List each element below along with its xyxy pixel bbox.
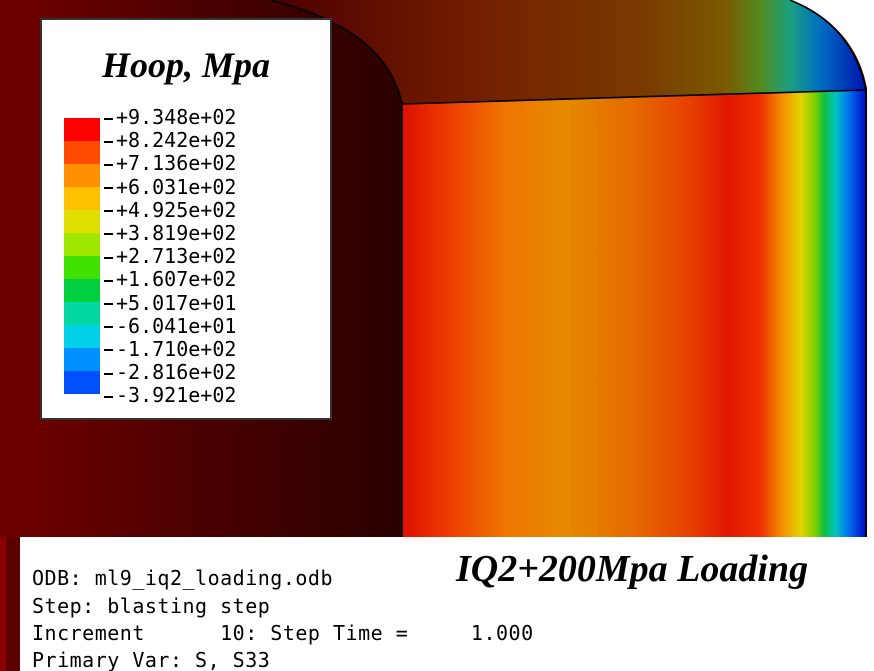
legend-value-text: -2.816e+02 [116, 360, 237, 385]
inner-edge-line [269, 0, 403, 537]
legend-tick-label: +3.819e+02 [104, 220, 334, 245]
legend-swatch [64, 302, 100, 325]
legend-swatch [64, 348, 100, 371]
legend-tick-label: +9.348e+02 [104, 105, 334, 129]
legend-value-text: +5.017e+01 [116, 290, 237, 315]
step-line: Step: blasting step [32, 594, 271, 618]
legend-value-text: -1.710e+02 [116, 336, 237, 361]
legend-value-text: +2.713e+02 [116, 244, 237, 269]
legend-tick-mark [104, 326, 113, 329]
legend-value-text: +3.819e+02 [116, 220, 237, 245]
legend-tick-mark [104, 372, 113, 375]
legend-value-text: -6.041e+01 [116, 313, 237, 338]
legend-tick-label: +7.136e+02 [104, 152, 334, 175]
section-front-face [402, 90, 866, 537]
section-edge-line [401, 89, 867, 105]
legend-tick-label: -1.710e+02 [104, 336, 334, 361]
legend-swatch [64, 164, 100, 187]
legend-tick-mark [104, 140, 113, 143]
legend-value-text: -3.921e+02 [116, 383, 237, 408]
loading-case-title: IQ2+200Mpa Loading [456, 548, 809, 590]
legend-tick-mark [104, 349, 113, 352]
odb-info-panel: IQ2+200Mpa Loading ODB: ml9_iq2_loading.… [20, 537, 874, 671]
legend-tick-mark [104, 233, 113, 236]
legend-swatch [64, 233, 100, 256]
right-background-strip [867, 88, 874, 537]
top-shoulder-face [270, 0, 866, 104]
primary-var-line: Primary Var: S, S33 [32, 648, 271, 671]
legend-tick-mark [104, 163, 113, 166]
legend-value-text: +1.607e+02 [116, 267, 237, 292]
legend-title: Hoop, Mpa [101, 45, 270, 85]
contour-legend: Hoop, Mpa +9.348e+02+8.242e+02+7.136e+02… [40, 18, 332, 420]
legend-tick-label: -2.816e+02 [104, 360, 334, 385]
legend-tick-mark [104, 256, 113, 259]
legend-tick-mark [104, 117, 113, 120]
increment-line: Increment 10: Step Time = 1.000 [32, 621, 534, 645]
legend-tick-mark [104, 279, 113, 282]
legend-swatch [64, 256, 100, 279]
legend-value-text: +4.925e+02 [116, 197, 237, 222]
legend-tick-mark [104, 210, 113, 213]
legend-swatch [64, 371, 100, 394]
legend-tick-label: +6.031e+02 [104, 174, 334, 199]
legend-tick-label: +1.607e+02 [104, 268, 334, 291]
legend-tick-label: +5.017e+01 [104, 290, 334, 315]
legend-swatch [64, 279, 100, 302]
legend-swatch [64, 141, 100, 164]
legend-color-bar [64, 118, 100, 394]
legend-tick-mark [104, 395, 113, 398]
legend-value-text: +8.242e+02 [116, 128, 237, 153]
legend-tick-mark [104, 303, 113, 305]
legend-swatch [64, 187, 100, 210]
legend-tick-mark [104, 187, 113, 190]
legend-value-text: +6.031e+02 [116, 174, 237, 199]
top-right-background [792, 0, 874, 88]
legend-tick-label: -3.921e+02 [104, 384, 334, 407]
legend-values: +9.348e+02+8.242e+02+7.136e+02+6.031e+02… [104, 105, 334, 407]
legend-tick-label: +8.242e+02 [104, 129, 334, 152]
legend-tick-label: +4.925e+02 [104, 197, 334, 222]
legend-value-text: +7.136e+02 [116, 151, 237, 176]
legend-swatch [64, 325, 100, 348]
legend-swatch [64, 118, 100, 141]
legend-tick-label: +2.713e+02 [104, 245, 334, 268]
legend-swatch [64, 210, 100, 233]
legend-tick-label: -6.041e+01 [104, 313, 334, 338]
outer-edge-line [789, 0, 867, 537]
legend-value-text: +9.348e+02 [116, 105, 237, 129]
odb-file-line: ODB: ml9_iq2_loading.odb [32, 566, 333, 590]
